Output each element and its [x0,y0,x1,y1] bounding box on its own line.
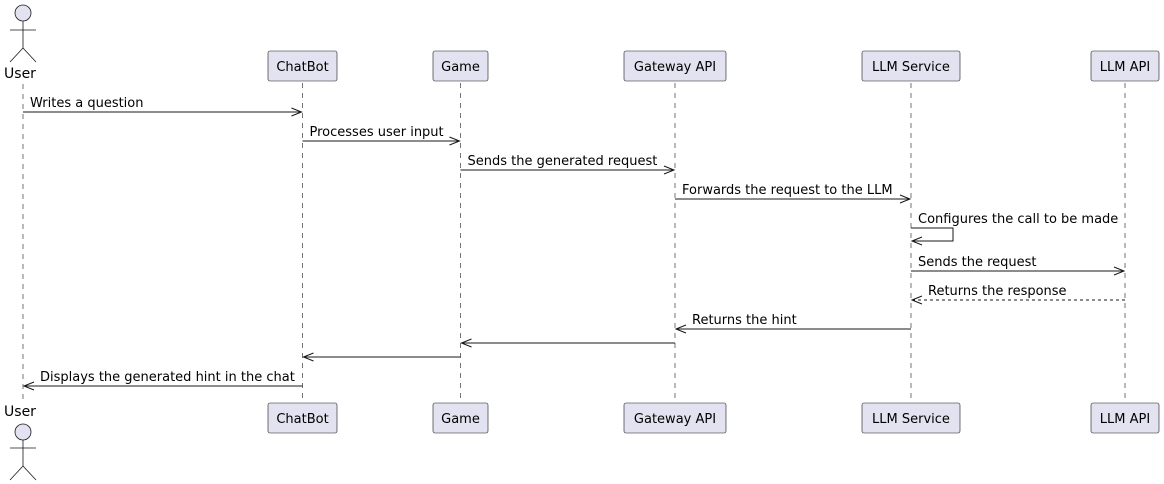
arrow-head [899,194,912,204]
self-message-line [911,227,954,242]
participant-label: Gateway API [634,412,716,427]
participant-game-bottom: Game [432,402,489,434]
arrow-head [22,381,35,391]
participant-game-top: Game [432,50,489,82]
participant-llm-api-top: LLM API [1090,50,1160,82]
lifelines [22,83,1126,403]
participant-label: LLM Service [872,412,950,427]
actor-label-bottom: User [4,404,36,420]
participant-llm-api-bottom: LLM API [1090,402,1160,434]
actor-icon [9,423,37,481]
message-4: Configures the call to be made [910,212,1118,246]
arrow-head [1113,266,1126,276]
message-label: Forwards the request to the LLM [682,183,893,198]
participant-label: LLM Service [872,60,950,75]
message-5: Sends the request [911,255,1126,276]
message-label: Returns the response [928,284,1067,299]
participant-llm-service-top: LLM Service [861,50,961,82]
message-label: Sends the generated request [468,154,658,169]
participant-label: LLM API [1100,60,1150,75]
participant-label: ChatBot [276,60,328,75]
message-6: Returns the response [910,284,1125,305]
message-8 [460,338,675,348]
participant-label: Gateway API [634,60,716,75]
message-label: Processes user input [310,125,444,140]
participant-label: ChatBot [276,412,328,427]
actor-label-top: User [4,66,36,82]
message-label: Displays the generated hint in the chat [40,370,295,385]
arrow-head [910,295,923,305]
message-label: Sends the request [918,255,1037,270]
message-9 [302,352,461,362]
participant-chatbot-bottom: ChatBot [267,402,338,434]
arrow-head [663,165,676,175]
participant-llm-service-bottom: LLM Service [861,402,961,434]
actor-icon [9,4,37,63]
arrow-head [674,324,687,334]
arrow-head [910,236,923,246]
participant-gateway-api-bottom: Gateway API [623,402,727,434]
message-7: Returns the hint [674,313,911,334]
arrow-head [302,352,314,362]
message-label: Writes a question [30,96,144,111]
message-2: Sends the generated request [460,154,676,175]
participant-gateway-api-top: Gateway API [623,50,727,82]
message-3: Forwards the request to the LLM [675,183,912,204]
actor-user-bottom: User [4,404,37,481]
participant-chatbot-top: ChatBot [267,50,338,82]
participant-label: LLM API [1100,412,1150,427]
message-0: Writes a question [23,96,303,117]
message-label: Returns the hint [692,313,797,328]
arrow-head [460,338,472,348]
arrow-head [449,136,461,146]
arrow-head [291,107,303,117]
message-1: Processes user input [302,125,461,146]
message-10: Displays the generated hint in the chat [22,370,303,391]
participant-label: Game [441,60,480,75]
actor-user-top: User [4,4,37,82]
participant-label: Game [441,412,480,427]
message-label: Configures the call to be made [918,212,1118,227]
